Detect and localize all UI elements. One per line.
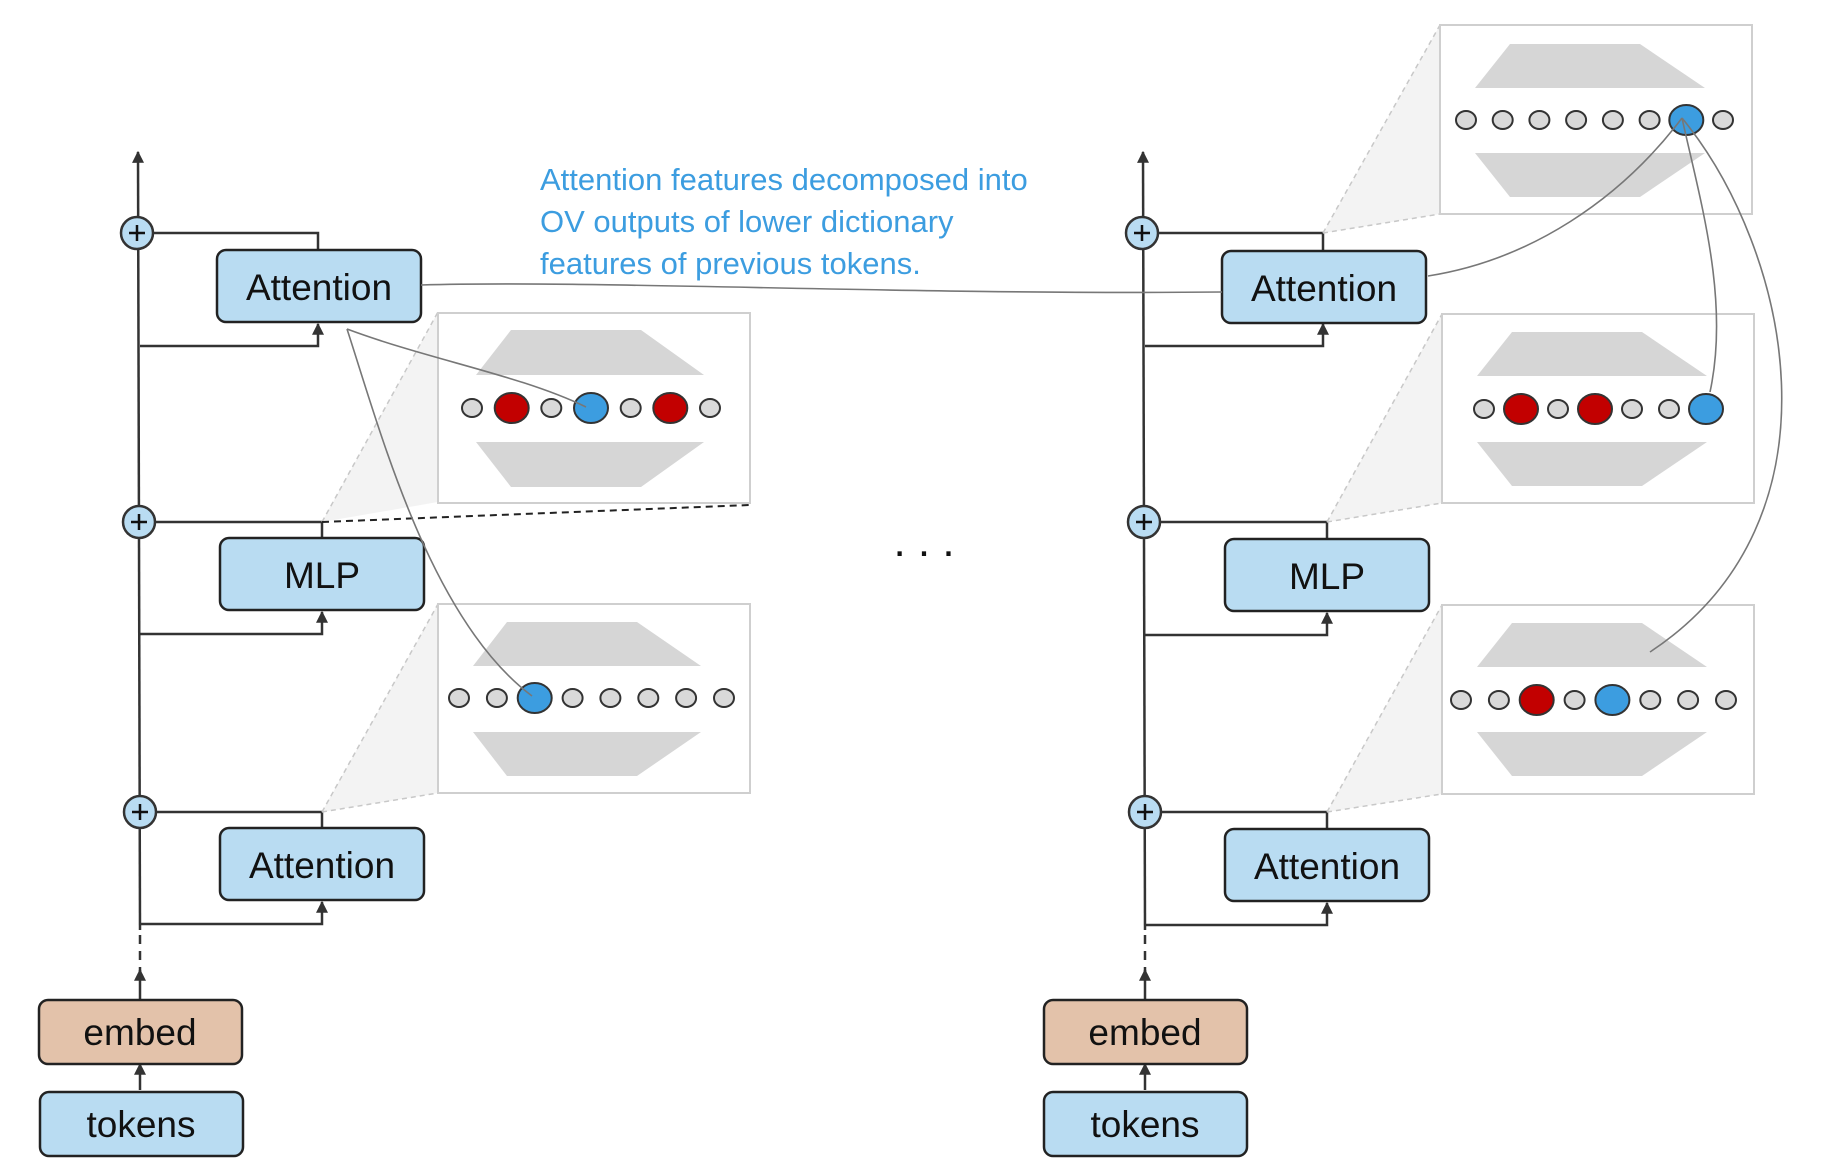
feature-dot-highlighted-blue: [573, 392, 609, 424]
left-attention-top-block: Attention: [215, 248, 423, 324]
right-feed-mid: [1145, 611, 1333, 637]
right-column: Attention MLP Attention embed tokens: [1042, 24, 1783, 1158]
right-attention-bottom-feature-dots: [1450, 684, 1737, 716]
feature-dot-inactive: [1658, 399, 1680, 419]
left-embed-block: embed: [37, 998, 244, 1066]
feature-dot-inactive: [619, 398, 642, 418]
right-attention-bottom-label: Attention: [1254, 846, 1400, 887]
left-plus-mid: [121, 504, 157, 540]
right-connector-attention-to-top-feature: [1427, 117, 1683, 277]
feature-dot-inactive: [485, 688, 508, 708]
feature-dot-inactive: [461, 398, 483, 418]
feature-dot-inactive: [637, 688, 660, 708]
feature-dot-active-red: [1577, 393, 1613, 425]
feature-dot-highlighted-blue: [1668, 104, 1705, 136]
right-out-top: [1156, 231, 1325, 250]
right-embed-label: embed: [1088, 1012, 1201, 1053]
cross-token-attention-connector: [420, 283, 1223, 294]
right-out-mid: [1158, 520, 1329, 539]
feature-dot-active-red: [652, 392, 689, 424]
feature-dot-highlighted-blue: [1688, 393, 1724, 425]
right-connector-top-to-bot-feature: [1649, 117, 1783, 653]
right-attention-top-feature-dots: [1455, 104, 1734, 136]
left-connector-to-mlp-feature: [346, 328, 587, 408]
right-tokens-label: tokens: [1090, 1104, 1199, 1145]
left-mlp-block: MLP: [218, 536, 426, 612]
right-feed-bot: [1145, 901, 1333, 927]
left-connector-to-attention-feature: [346, 328, 533, 697]
feature-dot-inactive: [675, 688, 698, 708]
left-feed-bot: [140, 900, 328, 926]
left-dictionary-attention: [321, 603, 751, 813]
right-attention-bottom-block: Attention: [1223, 827, 1431, 903]
feature-dot-inactive: [1547, 399, 1569, 419]
right-dictionary-mlp: [1326, 313, 1755, 523]
feature-dot-inactive: [1715, 690, 1737, 710]
feature-dot-active-red: [1503, 393, 1539, 425]
right-mlp-feature-dots: [1473, 393, 1724, 425]
caption: Attention features decomposed into OV ou…: [540, 162, 1028, 281]
feature-dot-active-red: [1518, 684, 1555, 716]
ellipsis: . . .: [893, 517, 954, 566]
feature-dot-inactive: [1601, 110, 1624, 130]
caption-line-1: Attention features decomposed into: [540, 162, 1028, 197]
feature-dot-inactive: [1621, 399, 1643, 419]
right-out-bot: [1158, 810, 1329, 829]
feature-dot-active-red: [493, 392, 530, 424]
feature-dot-inactive: [540, 398, 563, 418]
feature-dot-inactive: [1565, 110, 1588, 130]
feature-dot-inactive: [561, 688, 584, 708]
left-out-top: [151, 231, 320, 250]
feature-dot-inactive: [1677, 690, 1700, 710]
left-attention-bottom-block: Attention: [218, 826, 426, 902]
left-plus-top: [119, 215, 155, 251]
feature-dot-inactive: [699, 398, 721, 418]
feature-dot-inactive: [713, 688, 735, 708]
left-column: Attention MLP Attention embed tokens: [37, 150, 751, 1158]
feature-dot-inactive: [1473, 399, 1495, 419]
feature-dot-inactive: [448, 688, 470, 708]
feature-dot-inactive: [1639, 690, 1662, 710]
feature-dot-inactive: [1563, 690, 1586, 710]
caption-line-2: OV outputs of lower dictionary: [540, 204, 954, 239]
feature-dot-inactive: [1528, 110, 1551, 130]
right-mlp-block: MLP: [1223, 537, 1431, 613]
feature-dot-inactive: [1491, 110, 1514, 130]
right-plus-bot: [1127, 794, 1163, 830]
right-dictionary-attention-top: [1322, 24, 1753, 234]
left-plus-bot: [122, 794, 158, 830]
left-attention-bottom-label: Attention: [249, 845, 395, 886]
right-attention-top-block: Attention: [1220, 249, 1428, 325]
left-out-bot: [153, 810, 324, 828]
right-mlp-label: MLP: [1289, 556, 1365, 597]
left-feed-top: [140, 322, 324, 348]
right-dictionary-attention-bottom: [1326, 604, 1755, 813]
right-attention-top-label: Attention: [1251, 268, 1397, 309]
left-out-mid: [153, 520, 324, 538]
feature-dot-highlighted-blue: [516, 682, 553, 714]
right-plus-top: [1124, 215, 1160, 251]
left-feed-mid: [140, 610, 328, 636]
left-dictionary-mlp: [321, 311, 751, 523]
feature-dot-inactive: [1638, 110, 1661, 130]
right-plus-mid: [1126, 504, 1162, 540]
right-feed-top: [1145, 322, 1329, 348]
caption-line-3: features of previous tokens.: [540, 246, 921, 281]
right-tokens-block: tokens: [1042, 1090, 1249, 1158]
right-embed-block: embed: [1042, 998, 1249, 1066]
feature-dot-inactive: [599, 688, 622, 708]
left-tokens-label: tokens: [86, 1104, 195, 1145]
left-embed-label: embed: [83, 1012, 196, 1053]
feature-dot-inactive: [1712, 110, 1734, 130]
feature-dot-highlighted-blue: [1594, 684, 1631, 716]
feature-dot-inactive: [1487, 690, 1510, 710]
left-mlp-label: MLP: [284, 555, 360, 596]
feature-dot-inactive: [1455, 110, 1477, 130]
left-tokens-block: tokens: [38, 1090, 245, 1158]
left-attention-top-label: Attention: [246, 267, 392, 308]
feature-dot-inactive: [1450, 690, 1472, 710]
right-connector-top-to-mid-feature: [1681, 117, 1718, 393]
left-mlp-feature-dots: [461, 392, 721, 424]
